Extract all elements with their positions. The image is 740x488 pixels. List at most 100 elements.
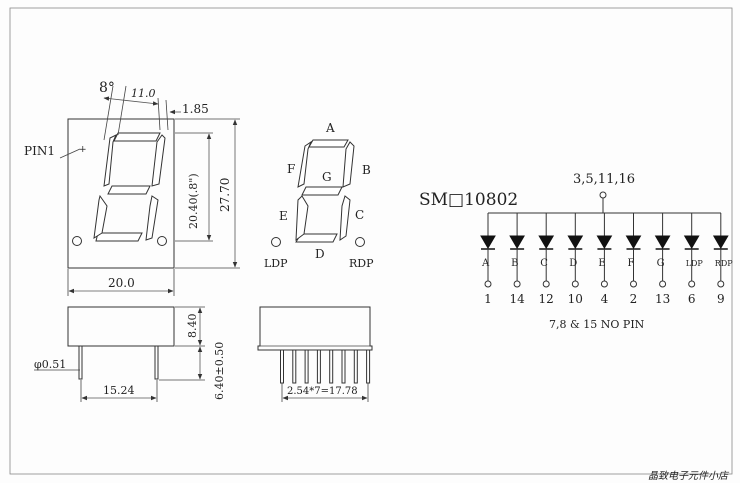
diode-b: B 14 [509, 213, 525, 306]
front-ldp-dot [72, 236, 82, 246]
pin-number: 13 [655, 292, 670, 306]
no-pin-note: 7,8 & 15 NO PIN [549, 318, 645, 331]
diode-symbol [538, 235, 555, 249]
diode-symbol [509, 235, 525, 249]
row-spacing-label: 15.24 [103, 384, 135, 397]
seg-ext-line [157, 97, 161, 131]
seg-label-b: B [362, 163, 371, 177]
angle-ref-line [103, 85, 114, 141]
front-rdp-dot [157, 236, 167, 246]
pin-terminal [630, 280, 637, 288]
front-seg-c [145, 195, 159, 241]
bottom-pin-8 [366, 349, 371, 384]
side-pin-right [154, 345, 159, 380]
angle-slant-line [117, 85, 127, 136]
front-seg-f [103, 133, 117, 187]
diode-symbol [683, 235, 700, 249]
segment-label: A [481, 258, 490, 269]
diode-d: D10 [567, 213, 584, 306]
seg-a [308, 139, 349, 148]
seg-label-f: F [287, 162, 295, 176]
bottom-pins [280, 349, 371, 384]
diode-a: A1 [480, 213, 496, 306]
side-body [67, 306, 175, 347]
pin-number: 2 [630, 292, 638, 306]
pin-number: 9 [717, 292, 725, 306]
pin-terminal [600, 280, 608, 288]
diode-rdp: RDP 9 [712, 213, 733, 306]
seg-label-e: E [279, 209, 288, 223]
rdp-dot [355, 237, 365, 247]
bottom-pin-4 [316, 349, 321, 384]
front-seg-e [93, 194, 108, 239]
schematic: SM□10802 3,5,11,16 A1B14C12D10E4F2G13LDP… [419, 172, 733, 331]
digit-width-dim [103, 96, 159, 106]
seg-f [297, 140, 313, 188]
seg-label-g: G [322, 170, 332, 184]
front-seg-d [95, 232, 143, 242]
segment-label: RDP [715, 259, 733, 268]
seg-b [342, 141, 355, 188]
pin-number: 6 [688, 292, 696, 306]
diode-symbol [567, 235, 584, 249]
pin-number: 14 [509, 292, 525, 306]
digit-height-label: 20.40(.8") [187, 173, 200, 229]
front-seg-a [113, 132, 161, 142]
body-depth-label: 8.40 [186, 314, 199, 339]
bottom-view: 2.54*7=17.78 [257, 306, 373, 402]
pin-terminal [659, 280, 667, 288]
angle-label: 8° [99, 80, 115, 96]
pin-number: 4 [601, 292, 609, 306]
pin-terminal [717, 280, 725, 288]
bottom-pin-7 [353, 349, 358, 384]
bottom-body [257, 306, 373, 351]
seg-c [339, 195, 351, 241]
pin1-label: PIN1 [24, 144, 55, 158]
segment-label: B [511, 258, 518, 269]
diode-symbol [625, 235, 642, 249]
segment-label: E [598, 258, 605, 269]
seg-e [295, 195, 309, 242]
pin-number: 10 [568, 292, 583, 306]
pin-terminal [513, 280, 521, 288]
front-seg-g [107, 185, 151, 195]
side-view: 8.40 6.40±0.50 φ0.51 15.24 [34, 306, 226, 402]
drawing-frame [9, 7, 733, 475]
ldp-dot [271, 237, 281, 247]
front-seg-b [151, 134, 166, 187]
pin1-leader [59, 148, 81, 159]
diode-symbol [654, 235, 671, 249]
diode-symbol [596, 235, 613, 249]
front-view: + 8° 11.0 1.85 PIN1 20.40(.8") 27.70 20.… [24, 80, 240, 296]
diode-c: C12 [538, 213, 555, 306]
common-pins-label: 3,5,11,16 [573, 172, 635, 187]
seg-label-a: A [325, 121, 335, 135]
segment-label: C [540, 258, 548, 269]
bottom-pin-1 [280, 349, 284, 384]
pin-terminal [688, 280, 696, 288]
bottom-pin-3 [304, 349, 309, 384]
seg-ext-line-2 [165, 99, 169, 131]
common-pin-terminal [599, 191, 607, 199]
diode-symbol [480, 235, 496, 249]
pin-terminal [571, 280, 579, 288]
segment-label: LDP [686, 259, 704, 268]
bottom-pin-2 [292, 349, 297, 384]
segment-label: F [628, 258, 635, 269]
seg-label-ldp: LDP [264, 257, 288, 270]
body-height-label: 27.70 [218, 178, 232, 212]
pin-diameter-label: φ0.51 [34, 358, 66, 371]
segment-width-label: 1.85 [182, 102, 209, 116]
diode-g: G13 [654, 213, 671, 306]
diode-symbol [712, 235, 729, 249]
pin-number: 1 [484, 292, 492, 306]
side-pin-left [78, 345, 83, 380]
diode-f: F2 [625, 213, 642, 306]
pin-terminal [542, 280, 550, 288]
pin-length-label: 6.40±0.50 [213, 342, 226, 400]
body-width-label: 20.0 [108, 276, 135, 290]
bottom-pin-5 [329, 349, 334, 384]
